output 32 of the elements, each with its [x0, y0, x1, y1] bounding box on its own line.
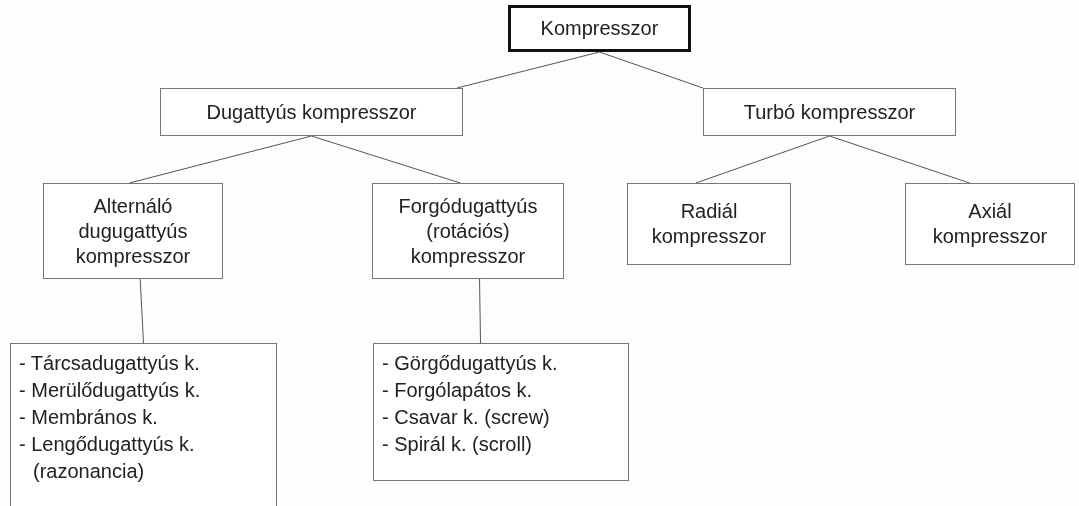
- list-item: - Membrános k.: [19, 405, 159, 430]
- category-box: [703, 88, 956, 136]
- list-item: - Tárcsadugattyús k.: [19, 351, 201, 376]
- connector-line: [479, 278, 481, 344]
- connector-line: [311, 135, 461, 184]
- list-item: - Spirál k. (scroll): [382, 432, 533, 457]
- connector-line: [456, 51, 600, 89]
- category-box: [372, 183, 564, 279]
- connector-line: [829, 135, 971, 184]
- list-item: - Csavar k. (screw): [382, 405, 551, 430]
- list-item: - Lengődugattyús k. (razonancia): [19, 432, 196, 484]
- node-label: Dugattyús kompresszor: [206, 99, 417, 125]
- list-box: [373, 343, 629, 481]
- node-label: Alternáló dugugattyús kompresszor: [74, 193, 192, 269]
- category-box: [43, 183, 223, 279]
- connector-line: [139, 278, 144, 344]
- node-label: Kompresszor: [540, 16, 659, 41]
- node-label: Forgódugattyús (rotációs) kompresszor: [397, 193, 539, 269]
- node-label: Turbó kompresszor: [743, 99, 916, 125]
- connector-line: [128, 135, 312, 184]
- list-item: - Görgődugattyús k.: [382, 351, 559, 376]
- list-box: [10, 343, 277, 506]
- category-box: [160, 88, 463, 136]
- node-label: Axiál kompresszor: [931, 199, 1049, 249]
- node-label: Radiál kompresszor: [650, 199, 768, 249]
- category-box: [905, 183, 1075, 265]
- connector-line: [599, 51, 704, 89]
- connector-line: [695, 135, 830, 184]
- list-item: - Merülődugattyús k.: [19, 378, 202, 403]
- list-item: - Forgólapátos k.: [382, 378, 534, 403]
- category-box: [627, 183, 791, 265]
- root-box: [508, 5, 691, 52]
